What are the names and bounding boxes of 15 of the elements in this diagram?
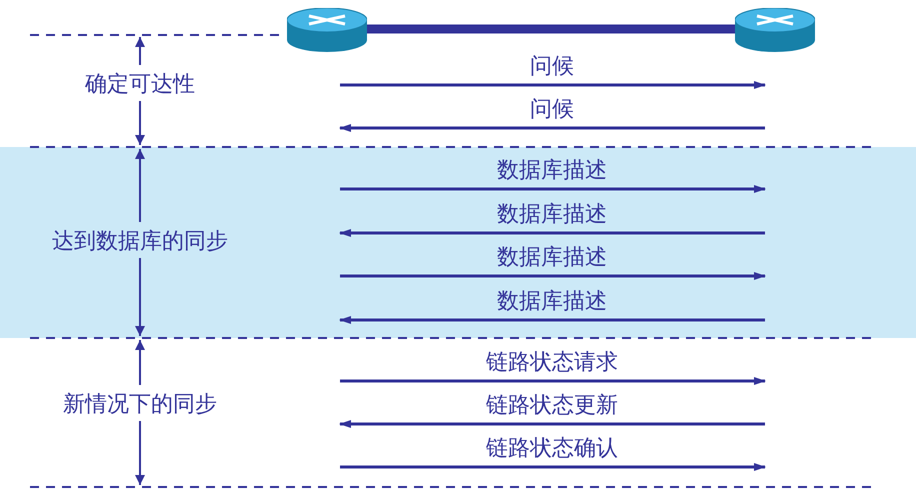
link-line bbox=[365, 24, 737, 34]
message-label: 问候 bbox=[530, 53, 574, 81]
phase-label: 确定可达性 bbox=[85, 71, 195, 99]
phase-label: 新情况下的同步 bbox=[63, 391, 217, 419]
message-label: 数据库描述 bbox=[497, 157, 607, 185]
message-label: 数据库描述 bbox=[497, 201, 607, 229]
message-label: 数据库描述 bbox=[497, 288, 607, 316]
router-icon bbox=[287, 8, 367, 52]
message-label: 链路状态确认 bbox=[486, 435, 618, 463]
message-label: 链路状态请求 bbox=[486, 349, 618, 377]
router-icon bbox=[735, 8, 815, 52]
message-label: 问候 bbox=[530, 96, 574, 124]
message-label: 链路状态更新 bbox=[486, 392, 618, 420]
phase-label: 达到数据库的同步 bbox=[52, 228, 228, 256]
message-label: 数据库描述 bbox=[497, 244, 607, 272]
